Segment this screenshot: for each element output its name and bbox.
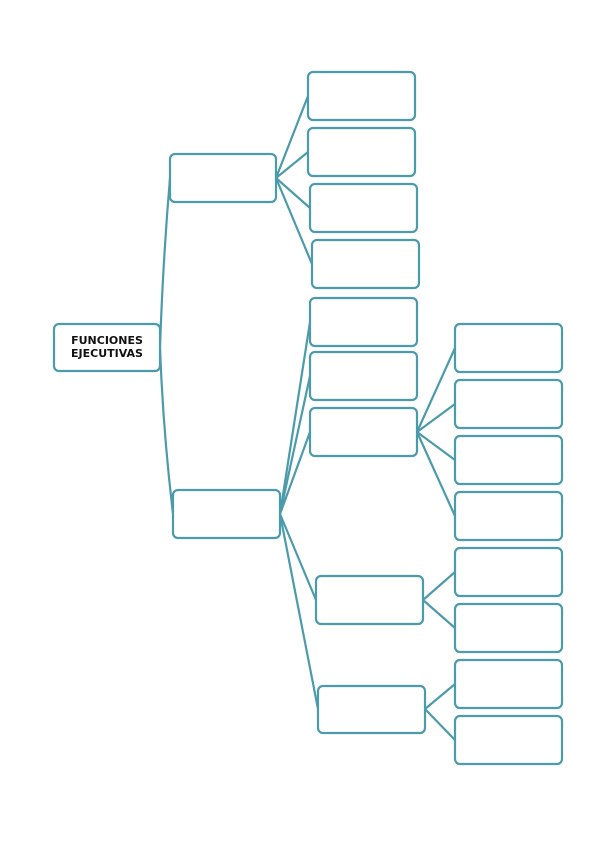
- branch-a-child-3-node: [308, 182, 419, 234]
- grandchild-7-node: [453, 658, 564, 710]
- branch-b-child-2-node: [308, 350, 419, 402]
- connector-lines: [158, 95, 457, 741]
- connector-b5-to-c7: [424, 683, 456, 710]
- connector-b3-to-c4: [415, 431, 457, 517]
- grandchild-5-node: [453, 546, 564, 598]
- connector-a-to-a2: [275, 151, 309, 179]
- branch-a-child-1-node: [306, 70, 417, 122]
- connector-root-to-branch-a: [158, 177, 172, 348]
- root-label-line1: FUNCIONES: [71, 334, 143, 347]
- grandchild-6-node: [453, 602, 564, 654]
- connector-b5-to-c8: [424, 708, 456, 741]
- connector-b3-to-c2: [416, 403, 456, 433]
- grandchild-4-node: [453, 490, 564, 542]
- connector-a-to-a1: [274, 95, 310, 179]
- connector-b-to-b4: [278, 513, 318, 601]
- connector-b-to-b5: [278, 513, 320, 710]
- diagram-nodes: FUNCIONES EJECUTIVAS: [52, 70, 564, 766]
- grandchild-2-node: [453, 378, 564, 430]
- connector-b3-to-c1: [415, 347, 457, 433]
- branch-b-child-3-node: [308, 406, 419, 458]
- connector-b-to-b3: [278, 431, 312, 515]
- connector-a-to-a4: [274, 177, 314, 265]
- branch-a-node: [168, 152, 278, 204]
- connector-root-to-branch-b: [158, 346, 175, 515]
- branch-b-child-5-node: [316, 684, 427, 735]
- branch-a-child-4-node: [310, 238, 421, 290]
- connector-a-to-a3: [275, 177, 311, 209]
- branch-b-child-4-node: [314, 574, 425, 626]
- connector-b3-to-c3: [416, 431, 456, 461]
- root-label-line2: EJECUTIVAS: [71, 347, 143, 360]
- grandchild-3-node: [453, 434, 564, 486]
- branch-b-node: [171, 488, 282, 540]
- branch-a-child-2-node: [306, 126, 417, 178]
- branch-b-child-1-node: [308, 296, 419, 348]
- root-node: FUNCIONES EJECUTIVAS: [52, 322, 162, 373]
- grandchild-8-node: [453, 714, 564, 766]
- grandchild-1-node: [453, 322, 564, 374]
- connector-b4-to-c5: [422, 571, 456, 601]
- connector-b-to-b2: [278, 375, 312, 515]
- connector-b-to-b1: [278, 321, 312, 515]
- connector-b4-to-c6: [422, 599, 456, 629]
